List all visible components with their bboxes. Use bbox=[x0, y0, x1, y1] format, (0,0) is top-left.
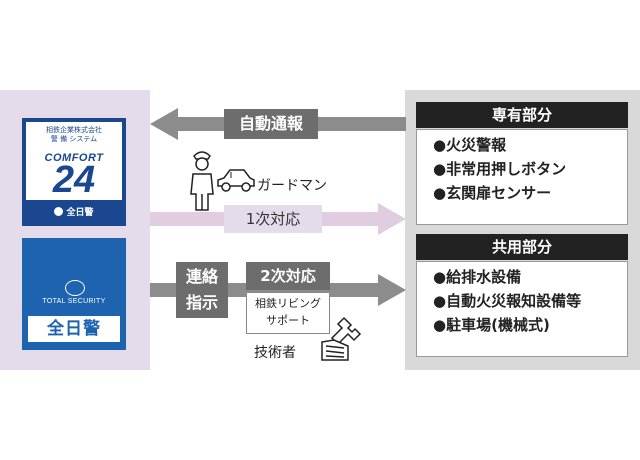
guard-label: ガードマン bbox=[257, 178, 327, 194]
security-badge: 全日警 bbox=[28, 316, 120, 342]
private-item: ●玄関扉センサー bbox=[433, 184, 552, 202]
common-item: ●自動火災報知設備等 bbox=[433, 292, 582, 310]
private-item: ●火災警報 bbox=[433, 136, 507, 154]
shield-emblem-icon bbox=[65, 280, 85, 296]
support-line-2: サポート bbox=[266, 314, 310, 327]
logo-company-line: 相鉄企業株式会社 bbox=[46, 126, 102, 134]
logo-brand-word: COMFORT bbox=[44, 152, 104, 164]
auto-report-label: 自動通報 bbox=[224, 109, 318, 139]
total-security-logo: TOTAL SECURITY 全日警 bbox=[22, 238, 126, 350]
emblem-icon bbox=[54, 206, 64, 216]
instruction-line-2: 指示 bbox=[185, 293, 218, 312]
private-section-list: ●火災警報 ●非常用押しボタン ●玄関扉センサー bbox=[416, 129, 628, 225]
guard-icon bbox=[190, 151, 214, 211]
technician-label: 技術者 bbox=[254, 345, 296, 361]
logo-system-line: 警 備 システム bbox=[50, 135, 98, 143]
support-line-1: 相鉄リビング bbox=[255, 297, 321, 310]
comfort24-logo: 相鉄企業株式会社 警 備 システム COMFORT 24 全日警 bbox=[22, 118, 126, 226]
instruction-label: 連絡 指示 bbox=[176, 262, 228, 318]
common-item: ●給排水設備 bbox=[433, 268, 522, 286]
wrench-hand-icon bbox=[321, 316, 362, 361]
logo-footer: 全日警 bbox=[26, 200, 122, 222]
second-response-label: 2次対応 bbox=[246, 262, 330, 290]
private-section-header: 専有部分 bbox=[416, 102, 628, 128]
support-company-box: 相鉄リビング サポート bbox=[246, 292, 330, 334]
common-item: ●駐車場(機械式) bbox=[433, 316, 550, 334]
common-section-header: 共用部分 bbox=[416, 234, 628, 260]
second-response-arrow bbox=[150, 274, 406, 306]
security-english-text: TOTAL SECURITY bbox=[42, 298, 106, 305]
common-section-list: ●給排水設備 ●自動火災報知設備等 ●駐車場(機械式) bbox=[416, 261, 628, 357]
logo-footer-text: 全日警 bbox=[66, 207, 94, 218]
instruction-line-1: 連絡 bbox=[185, 267, 218, 286]
logo-brand-number: 24 bbox=[52, 159, 96, 201]
car-icon bbox=[217, 169, 255, 192]
first-response-label: 1次対応 bbox=[224, 205, 322, 233]
private-item: ●非常用押しボタン bbox=[433, 160, 567, 178]
